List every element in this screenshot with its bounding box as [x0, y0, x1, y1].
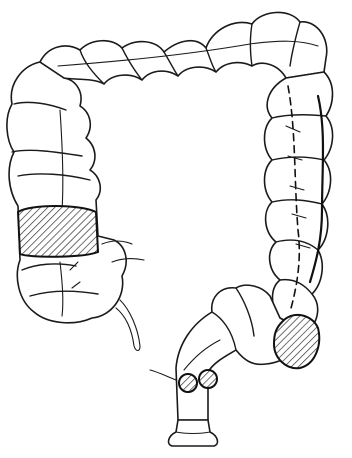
rectum	[169, 420, 218, 446]
ascending-colon	[7, 62, 126, 323]
hatched-polyp-left	[179, 374, 197, 392]
hatched-polyp-right	[199, 370, 217, 388]
hatched-segment-ascending	[18, 206, 98, 257]
transverse-colon	[40, 12, 327, 84]
descending-colon	[265, 72, 333, 332]
appendix	[116, 300, 140, 351]
hatched-segment-sigmoid	[274, 315, 319, 368]
